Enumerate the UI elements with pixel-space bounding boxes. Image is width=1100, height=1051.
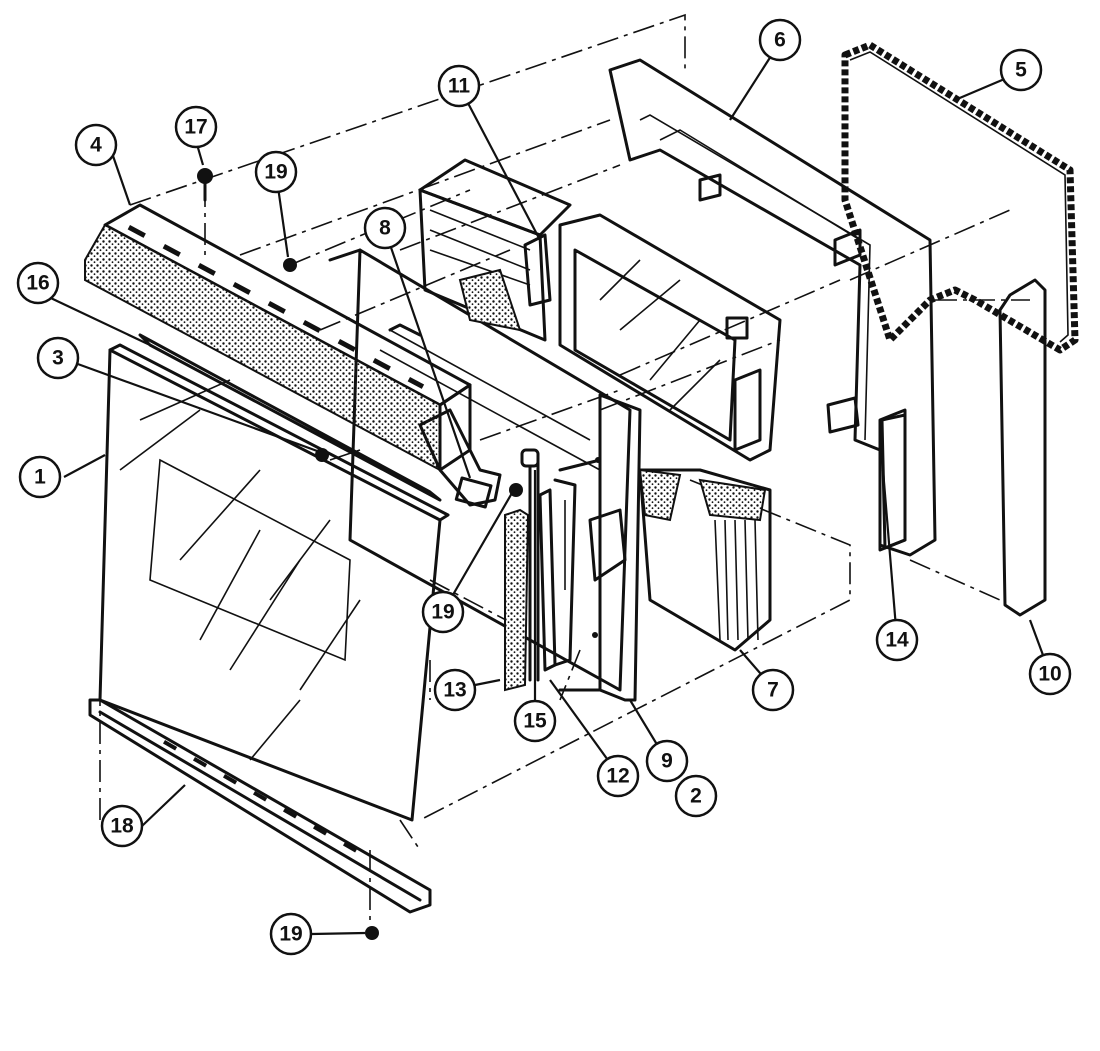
- svg-text:5: 5: [1015, 59, 1027, 82]
- screw-part-19-top: [283, 258, 297, 272]
- door-liner-panel: [328, 248, 632, 692]
- svg-text:11: 11: [448, 75, 471, 98]
- svg-text:2: 2: [690, 785, 702, 808]
- window-pack-part-9: [558, 213, 782, 462]
- top-trim-vent-part-4: [84, 203, 472, 472]
- callout-3: 3: [36, 336, 80, 380]
- callout-19-top: 19: [254, 150, 298, 194]
- callout-1: 1: [18, 455, 62, 499]
- channel-strip-part-12: [538, 478, 577, 672]
- callout-19-mid: 19: [421, 590, 465, 634]
- svg-text:9: 9: [661, 750, 673, 773]
- svg-text:13: 13: [443, 679, 466, 702]
- svg-text:3: 3: [52, 347, 64, 370]
- callout-7: 7: [751, 668, 795, 712]
- svg-text:19: 19: [431, 601, 454, 624]
- callout-12: 12: [596, 754, 640, 798]
- callouts: 1 2 3 4 5 6 7 8 9 10 11: [16, 18, 1072, 956]
- inner-door-frame-part-6: [608, 58, 937, 557]
- svg-text:1: 1: [34, 466, 46, 489]
- svg-text:16: 16: [26, 272, 49, 295]
- svg-text:19: 19: [279, 923, 302, 946]
- callout-8: 8: [363, 206, 407, 250]
- svg-text:4: 4: [90, 134, 102, 157]
- spacer-strip-part-16: [138, 333, 442, 502]
- hinge-bracket-part-14: [880, 413, 907, 550]
- svg-text:19: 19: [264, 161, 287, 184]
- side-trim-part-10: [998, 278, 1047, 617]
- callout-19-bottom: 19: [269, 912, 313, 956]
- svg-text:8: 8: [379, 217, 391, 240]
- svg-text:18: 18: [110, 815, 134, 838]
- callout-13: 13: [433, 668, 477, 712]
- callout-11: 11: [437, 64, 481, 108]
- svg-text:15: 15: [523, 710, 547, 733]
- callout-2: 2: [674, 774, 718, 818]
- svg-text:10: 10: [1038, 663, 1061, 686]
- leader-lines: [37, 41, 1052, 936]
- callout-4: 4: [74, 123, 118, 167]
- door-gasket-part-5: [841, 41, 1079, 354]
- callout-18: 18: [100, 804, 144, 848]
- bottom-trim-part-18: [88, 698, 432, 914]
- screw-part-17: [197, 168, 213, 202]
- callout-14: 14: [875, 618, 919, 662]
- callout-15: 15: [513, 699, 557, 743]
- latch-bracket-part-8: [418, 408, 502, 509]
- callout-5: 5: [999, 48, 1043, 92]
- callout-17: 17: [174, 105, 218, 149]
- vent-slots: [127, 225, 425, 389]
- svg-text:14: 14: [885, 629, 909, 652]
- insulation-part-7: [638, 468, 772, 652]
- callout-16: 16: [16, 261, 60, 305]
- spacer-part-15: [520, 448, 540, 682]
- insulation-strip-part-13: [504, 508, 530, 692]
- insulation-block-part-11: [418, 158, 572, 342]
- outer-glass-door-part-1: [98, 343, 450, 822]
- svg-text:7: 7: [767, 679, 779, 702]
- svg-text:17: 17: [184, 116, 207, 139]
- callout-6: 6: [758, 18, 802, 62]
- callout-9: 9: [645, 739, 689, 783]
- screw-part-19-bottom: [365, 926, 379, 940]
- svg-text:6: 6: [774, 29, 786, 52]
- callout-10: 10: [1028, 652, 1072, 696]
- svg-text:12: 12: [606, 765, 629, 788]
